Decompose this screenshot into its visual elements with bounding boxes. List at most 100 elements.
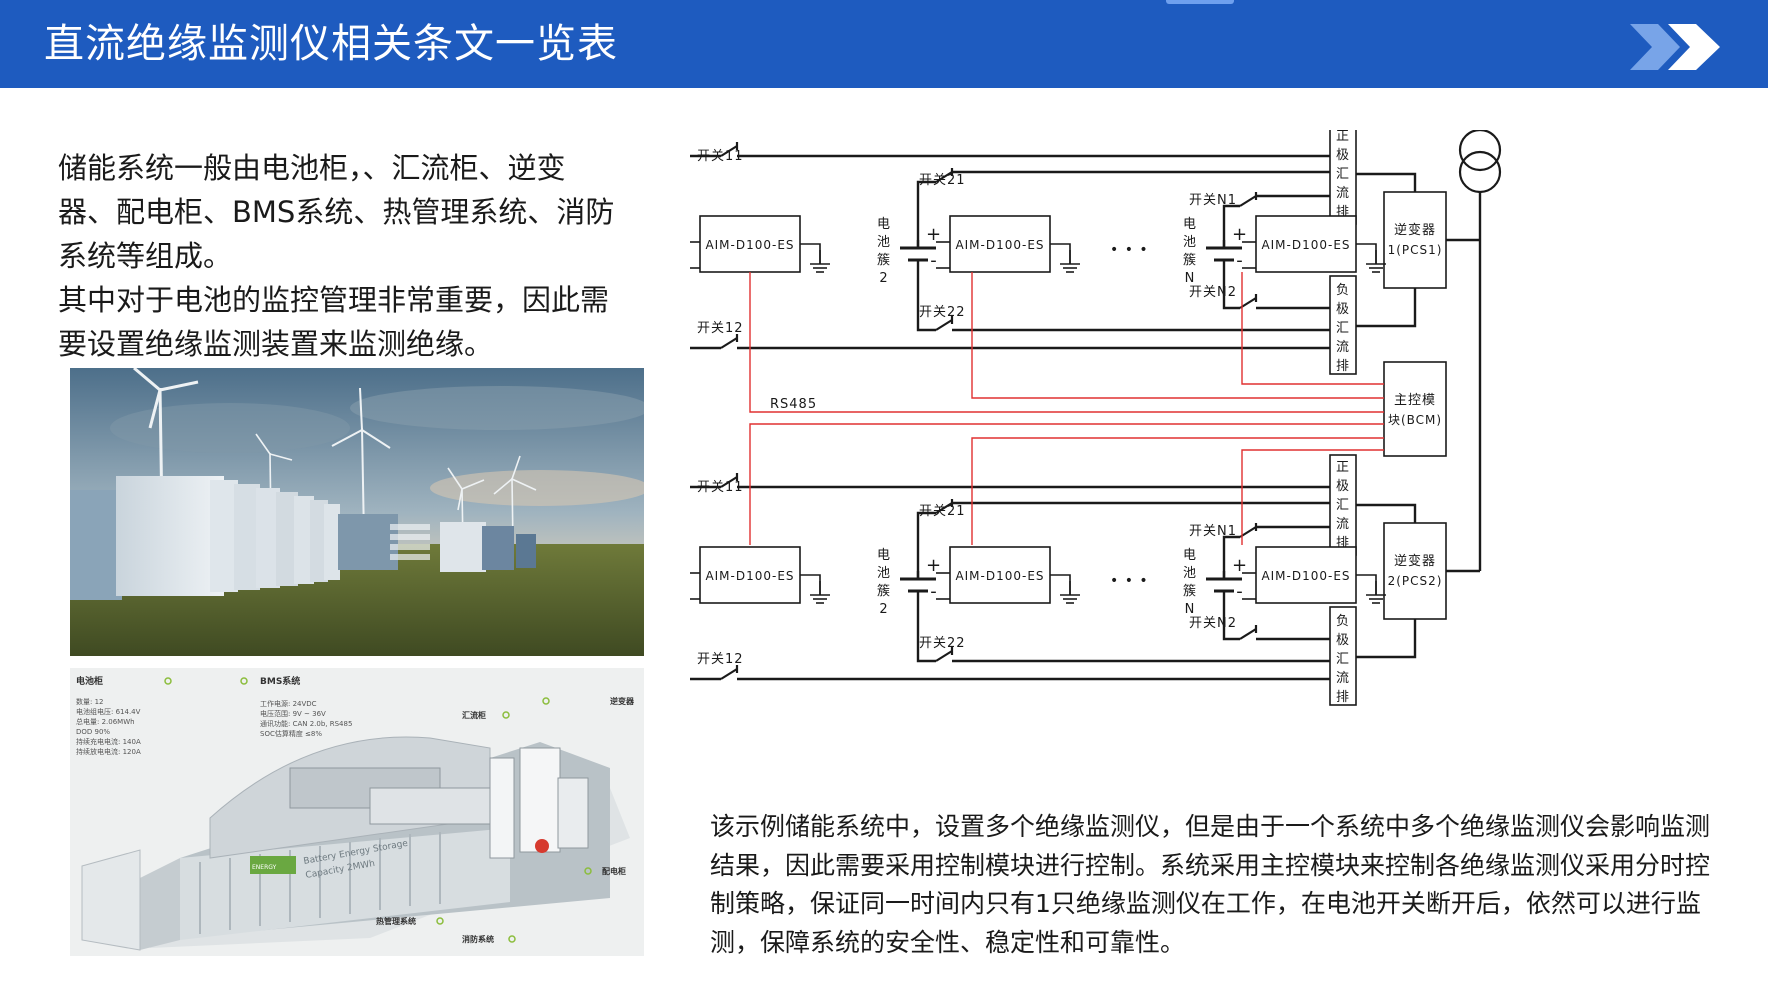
battery-plus-c0-0: +: [690, 224, 692, 245]
positive-bus-box-1: [1329, 454, 1357, 556]
switch-label-n1-0: 开关N1: [1189, 193, 1237, 208]
wire-aim-ground-c2-0: [1356, 243, 1377, 264]
bms-spec-4: SOC估算精度 ≤8%: [260, 729, 322, 738]
wire-posbus-inv-0: [1356, 172, 1417, 192]
switch-label-11-1: 开关11: [697, 480, 744, 495]
battery-cluster-label-c2-1-char: 池: [1183, 566, 1197, 581]
positive-bus-label-0-char: 极: [1336, 148, 1350, 163]
wire-aim-ground-c1-0: [1050, 243, 1071, 264]
wire-posbus-inv-1: [1356, 503, 1417, 523]
bms-spec-2: 电压范围: 9V ~ 36V: [260, 709, 326, 718]
distribution-label: 配电柜: [602, 866, 626, 876]
aim-device-label-c1-0: AIM-D100-ES: [955, 238, 1044, 252]
positive-bus-box-0: [1329, 130, 1357, 225]
intro-text: 储能系统一般由电池柜，、汇流柜、逆变器、配电柜、BMS系统、热管理系统、消防系统…: [58, 146, 618, 366]
battery-minus-c2-1: -: [1236, 581, 1244, 602]
inverter-model-1: 2(PCS2): [1388, 574, 1443, 588]
switch-label-22-0: 开关22: [919, 305, 966, 320]
negative-bus-label-1-char: 汇: [1336, 652, 1350, 667]
double-chevron-right-icon: [1630, 24, 1720, 70]
battery-cluster-label-c2-1-char: 簇: [1183, 584, 1197, 599]
header-bar: 直流绝缘监测仪相关条文一览表: [0, 0, 1768, 88]
battery-plus-c2-1: +: [1232, 555, 1248, 576]
intro-paragraph-1: 储能系统一般由电池柜，、汇流柜、逆变器、配电柜、BMS系统、热管理系统、消防系统…: [58, 151, 615, 273]
positive-bus-label-1-char: 流: [1336, 517, 1350, 532]
battery-cluster-label-c2-1-char: 电: [1183, 548, 1197, 563]
positive-bus-label-0-char: 汇: [1336, 167, 1350, 182]
negative-bus-label-0-char: 流: [1336, 340, 1350, 355]
wire-c2-top-1: [916, 511, 936, 579]
switch-22-1-blade: [935, 650, 953, 662]
aim-device-box-c2-1: [1255, 546, 1357, 604]
switch-label-12-0: 开关12: [697, 321, 744, 336]
battery-cluster-label-c1-1-char: 电: [877, 548, 891, 563]
battery-minus-c1-0: -: [930, 250, 938, 271]
switch-11-0-blade: [720, 145, 738, 157]
diagram-caption: 该示例储能系统中，设置多个绝缘监测仪，但是由于一个系统中多个绝缘监测仪会影响监测…: [710, 812, 1711, 957]
insulation-monitoring-diagram: 正极汇流排负极汇流排逆变器1(PCS1)+-电池簇1AIM-D100-ES+-电…: [690, 130, 1502, 706]
wire-aim-ground-c0-0: [800, 243, 821, 264]
bms-spec-1: 工作电源: 24VDC: [260, 699, 317, 708]
aim-device-box-c0-1: [699, 546, 801, 604]
battery-cluster-label-c2-0-char: N: [1185, 271, 1196, 286]
rs485-wire-4: [749, 423, 1384, 545]
battery-spec-4: DOD 90%: [76, 728, 110, 736]
battery-cluster-label-c1-1-char: 2: [879, 602, 888, 617]
transformer-coil-top: [1458, 130, 1502, 172]
thermal-label: 热管理系统: [376, 916, 416, 926]
fire-label: 消防系统: [462, 934, 494, 944]
battery-cluster-label-c1-0-char: 簇: [877, 253, 891, 268]
wire-c1-bot-1: [690, 677, 721, 681]
rs485-wire-1: [749, 272, 1384, 413]
negative-bus-label-0-char: 负: [1336, 283, 1350, 298]
rs485-wire-2: [971, 272, 1384, 399]
wire-c2-bot-1: [916, 609, 936, 663]
switch-12-0-blade: [720, 337, 738, 349]
positive-bus-label-1-char: 正: [1336, 460, 1350, 475]
positive-bus-label-1-char: 极: [1336, 479, 1350, 494]
intro-paragraph-2: 其中对于电池的监控管理非常重要，因此需要设置绝缘监测装置来监测绝缘。: [58, 283, 610, 361]
battery-minus-c1-1: -: [930, 581, 938, 602]
container-cutaway-illustration: ENERGY Battery Energy Storage Capacity 2…: [70, 668, 644, 956]
inverter-label-1: 逆变器: [1394, 553, 1436, 569]
rs485-wire-3: [1241, 272, 1384, 385]
battery-plus-c2-0: +: [1232, 224, 1248, 245]
cutaway-labels: 电池柜 数量: 12 电池组电压: 614.4V 总电量: 2.06MWh DO…: [76, 675, 635, 944]
aim-device-box-c1-1: [949, 546, 1051, 604]
switch-label-12-1: 开关12: [697, 652, 744, 667]
switch-label-n1-1: 开关N1: [1189, 524, 1237, 539]
switch-label-n2-1: 开关N2: [1189, 616, 1237, 631]
battery-plus-c1-0: +: [926, 224, 942, 245]
wire-aim-ground-c0-1: [800, 574, 821, 595]
negative-bus-label-0-char: 极: [1336, 302, 1350, 317]
bcm-box: [1383, 361, 1447, 457]
switch-22-0-blade: [935, 319, 953, 331]
rs485-wire-5: [971, 437, 1384, 545]
battery-spec-5: 持续充电电流: 140A: [76, 737, 141, 746]
combiner-label: 汇流柜: [462, 710, 486, 720]
positive-bus-label-0-char: 正: [1336, 130, 1350, 144]
negative-bus-label-0-char: 汇: [1336, 321, 1350, 336]
battery-cluster-label-c2-0-char: 电: [1183, 217, 1197, 232]
switch-label-21-1: 开关21: [919, 504, 966, 519]
battery-spec-2: 电池组电压: 614.4V: [76, 707, 141, 716]
wire-c1-top-1: [690, 485, 721, 489]
inverter-model-0: 1(PCS1): [1388, 243, 1443, 257]
negative-bus-label-1-char: 负: [1336, 614, 1350, 629]
transformer-coil-bottom: [1458, 150, 1502, 194]
inverter-box-1: [1383, 522, 1447, 620]
battery-cluster-label-c1-0-char: 池: [877, 235, 891, 250]
battery-cluster-label-c1-1-char: 簇: [877, 584, 891, 599]
battery-cluster-label-c2-0-char: 池: [1183, 235, 1197, 250]
aim-device-label-c0-1: AIM-D100-ES: [705, 569, 794, 583]
switch-11-1-blade: [720, 476, 738, 488]
battery-plus-c0-1: +: [690, 555, 692, 576]
switch-12-1-blade: [720, 668, 738, 680]
negative-bus-box-1: [1329, 606, 1357, 706]
wire-cn-bot-1: [1222, 609, 1240, 641]
wire-c1-bot-0: [690, 346, 721, 350]
wire-negbus-inv-0: [1356, 288, 1417, 328]
positive-bus-label-1-char: 汇: [1336, 498, 1350, 513]
battery-cabinet-title: 电池柜: [76, 675, 103, 687]
wire-cn-bot-0: [1222, 278, 1240, 310]
